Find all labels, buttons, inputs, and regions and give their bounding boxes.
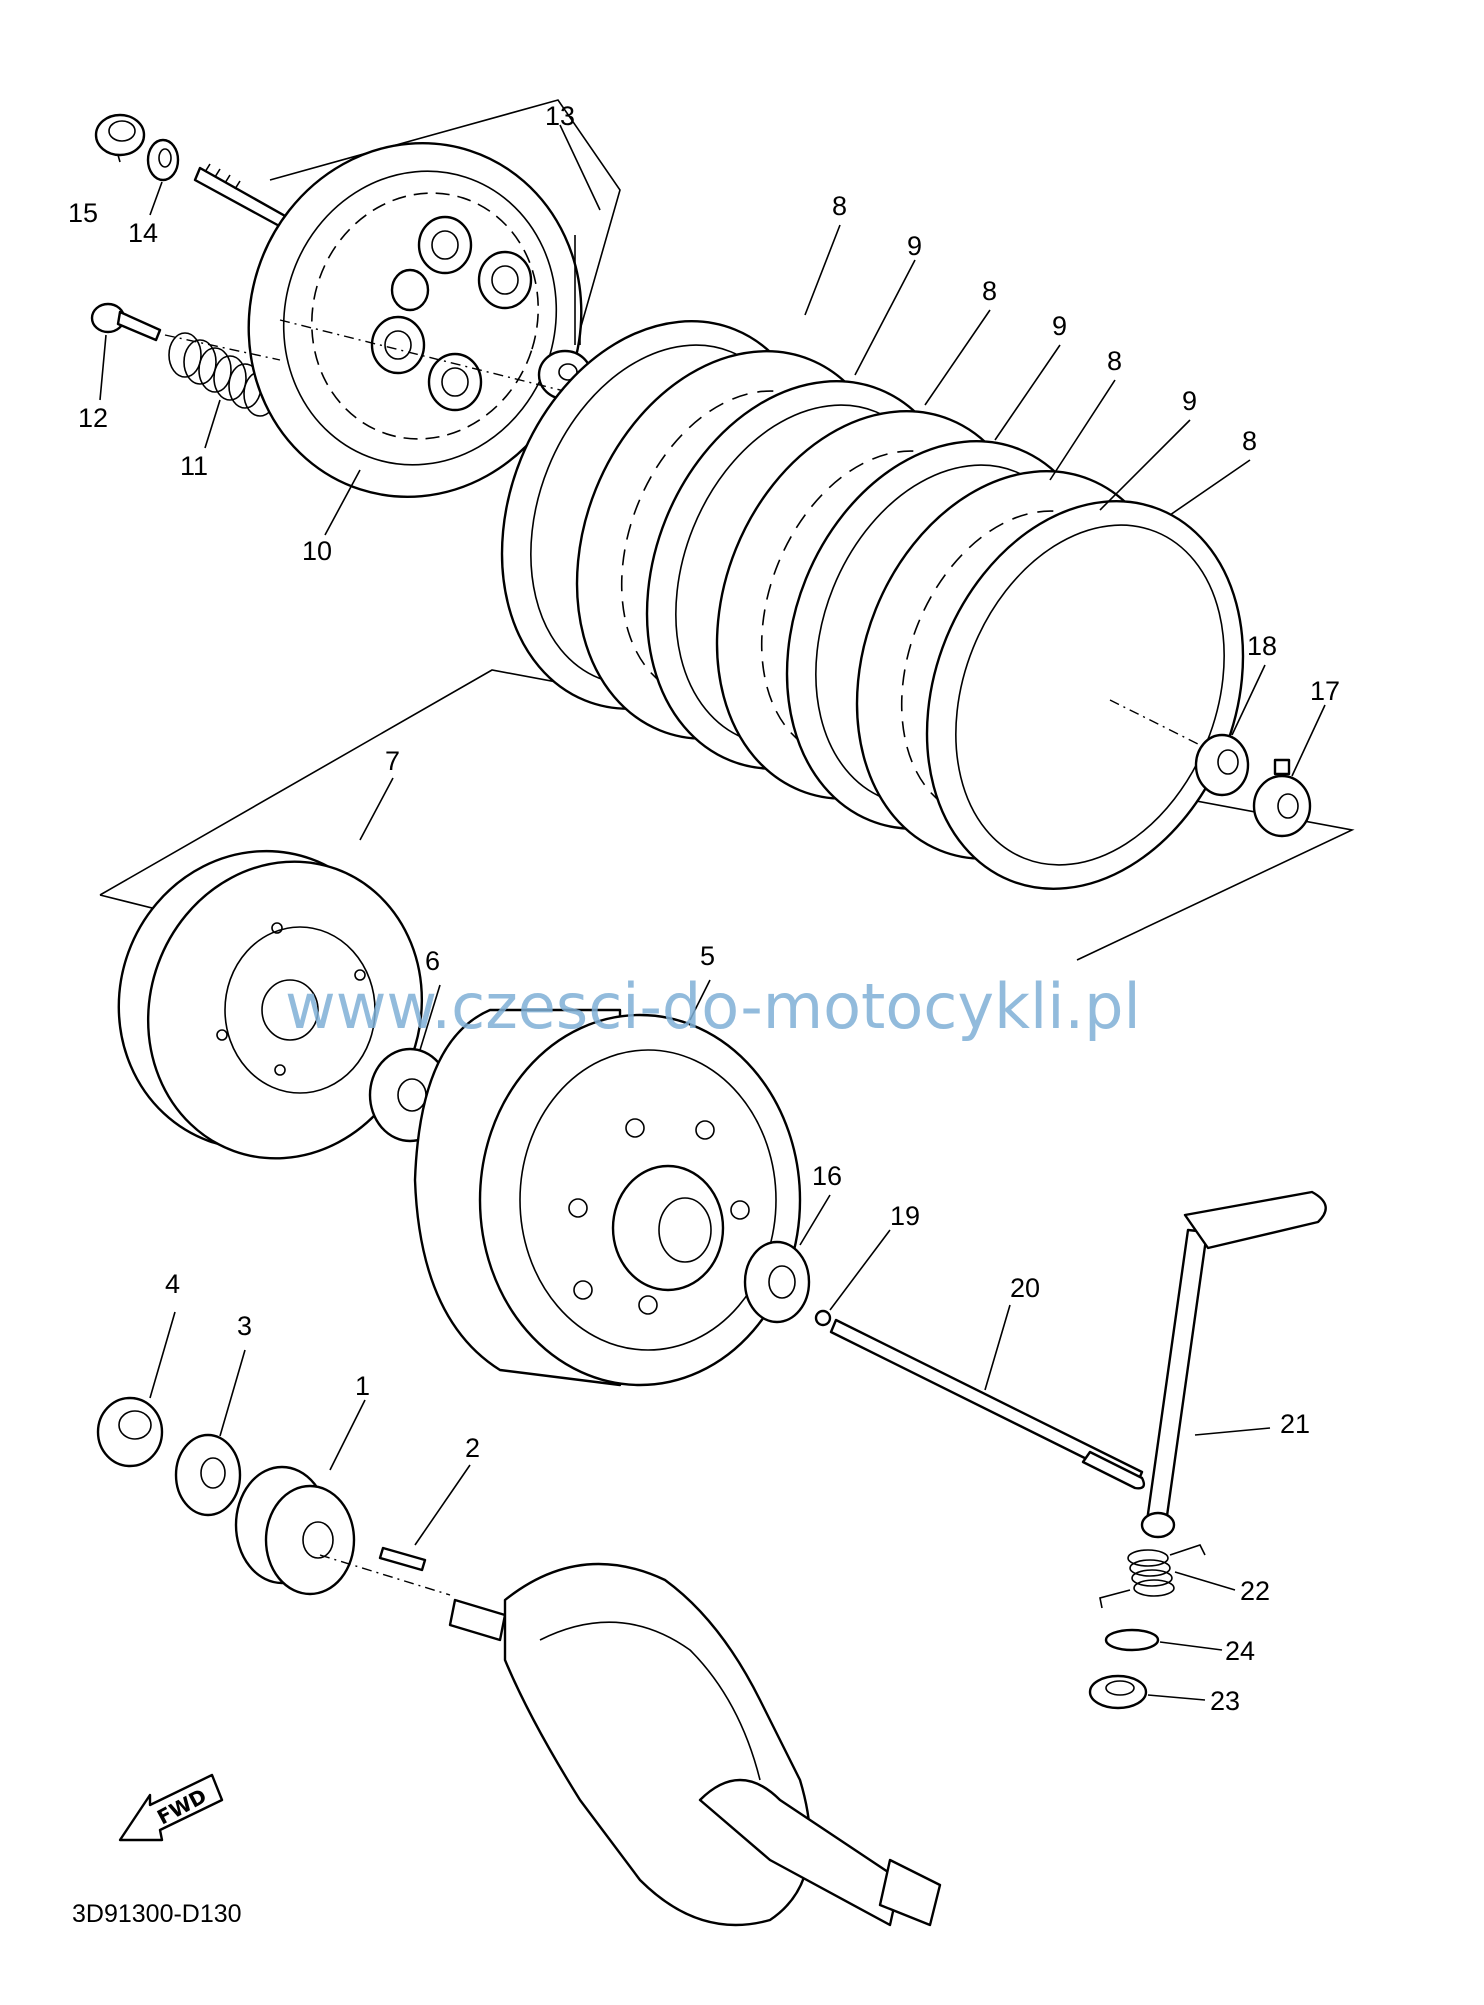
callout-9-b: 9 xyxy=(1052,311,1067,341)
callout-13: 13 xyxy=(545,101,575,131)
callout-9-c: 9 xyxy=(1182,386,1197,416)
primary-gear-7 xyxy=(117,849,424,1160)
callout-8-b: 8 xyxy=(982,276,997,306)
pressure-plate-10 xyxy=(247,142,583,498)
callout-5: 5 xyxy=(700,941,715,971)
circlip-24 xyxy=(1104,1628,1160,1652)
collar-18 xyxy=(1194,733,1250,797)
washer-3 xyxy=(174,1433,242,1517)
nut-4 xyxy=(96,1396,164,1468)
ball-19 xyxy=(814,1309,832,1327)
callout-numbers: 1 2 3 4 5 6 7 8 8 8 8 9 9 9 10 11 12 13 … xyxy=(68,101,1340,1716)
primary-drive-gear-1 xyxy=(234,1465,356,1596)
callout-16: 16 xyxy=(812,1161,842,1191)
callout-7: 7 xyxy=(385,746,400,776)
callout-6: 6 xyxy=(425,946,440,976)
callout-2: 2 xyxy=(465,1433,480,1463)
callout-8-d: 8 xyxy=(1242,426,1257,456)
clutch-housing-5 xyxy=(413,1008,802,1387)
callout-4: 4 xyxy=(165,1269,180,1299)
washer-14 xyxy=(146,138,180,182)
diagram-code: 3D91300-D130 xyxy=(72,1900,242,1928)
bolt-12 xyxy=(90,302,162,342)
callout-12: 12 xyxy=(78,403,108,433)
callout-9-a: 9 xyxy=(907,231,922,261)
callout-11: 11 xyxy=(180,451,208,481)
callout-1: 1 xyxy=(355,1371,370,1401)
callout-17: 17 xyxy=(1310,676,1340,706)
nut-15 xyxy=(94,113,146,157)
crankshaft xyxy=(448,1562,942,1927)
fwd-direction-arrow: FWD xyxy=(118,1773,224,1842)
callout-8-c: 8 xyxy=(1107,346,1122,376)
leader-lines xyxy=(99,124,1326,1701)
push-lever-21 xyxy=(1140,1190,1327,1539)
callout-8-a: 8 xyxy=(832,191,847,221)
callout-3: 3 xyxy=(237,1311,252,1341)
callout-10: 10 xyxy=(302,536,332,566)
callout-24: 24 xyxy=(1225,1636,1255,1666)
centerline-crank xyxy=(319,1554,451,1596)
push-rod-20 xyxy=(829,1318,1146,1490)
callout-14: 14 xyxy=(128,218,158,248)
callout-23: 23 xyxy=(1210,1686,1240,1716)
callout-15: 15 xyxy=(68,198,98,228)
callout-20: 20 xyxy=(1010,1273,1040,1303)
centerline-plates xyxy=(1109,699,1201,746)
key-2 xyxy=(378,1546,427,1572)
callout-22: 22 xyxy=(1240,1576,1270,1606)
oil-seal-23 xyxy=(1088,1674,1148,1710)
lock-washer-17 xyxy=(1252,758,1312,838)
spring-22 xyxy=(1099,1544,1206,1609)
clutch-plate-stack xyxy=(500,320,1245,890)
callout-19: 19 xyxy=(890,1201,920,1231)
callout-18: 18 xyxy=(1247,631,1277,661)
watermark-url: www.czesci-do-motocykli.pl xyxy=(285,970,1141,1043)
callout-21: 21 xyxy=(1280,1409,1310,1439)
washer-16 xyxy=(743,1240,811,1324)
